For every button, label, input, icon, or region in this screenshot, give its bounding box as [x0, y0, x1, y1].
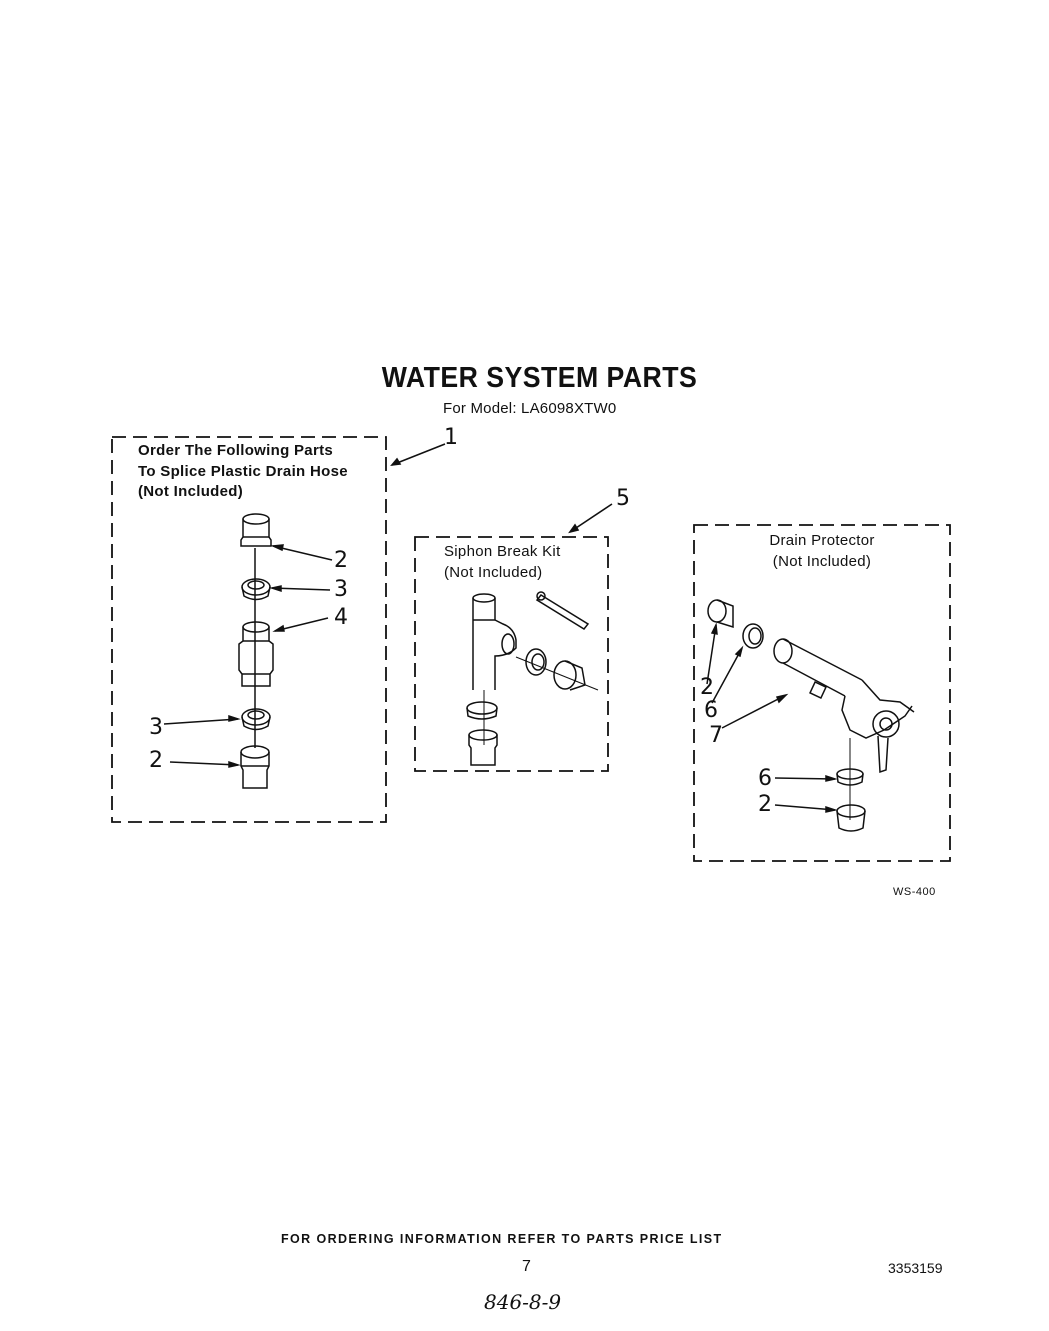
- part-label-2-top: 2: [334, 548, 348, 573]
- page-number: 7: [522, 1258, 531, 1275]
- page-title: WATER SYSTEM PARTS: [381, 362, 698, 394]
- ordering-info-footer: FOR ORDERING INFORMATION REFER TO PARTS …: [281, 1232, 723, 1246]
- siphon-box-line1: Siphon Break Kit: [444, 543, 561, 560]
- callout-1: 1: [444, 425, 458, 450]
- part-label-2-bottom: 2: [149, 748, 163, 773]
- leader-1: [391, 443, 446, 466]
- drain-label-2-top: 2: [700, 675, 714, 700]
- model-subtitle: For Model: LA6098XTW0: [443, 400, 617, 417]
- drain-box-frame: [693, 524, 951, 862]
- handwritten-note: 846-8-9: [484, 1290, 562, 1314]
- figure-code: WS-400: [893, 886, 936, 898]
- siphon-box-line2: (Not Included): [444, 563, 543, 581]
- splice-box-line3: (Not Included): [138, 483, 244, 500]
- drain-box-line1: Drain Protector: [769, 532, 875, 549]
- callout-5: 5: [616, 486, 630, 511]
- drain-label-7: 7: [709, 723, 723, 748]
- drain-label-2-bottom: 2: [758, 792, 772, 817]
- part-label-3-bottom: 3: [149, 715, 163, 740]
- drain-box-line2: (Not Included): [772, 552, 872, 570]
- splice-box-line1: Order The Following Parts: [138, 442, 334, 459]
- splice-box-line2: To Splice Plastic Drain Hose: [138, 462, 348, 480]
- drain-label-6-top: 6: [704, 698, 718, 723]
- siphon-box-frame: [414, 536, 609, 772]
- splice-box-frame: [111, 436, 387, 823]
- drain-parts: [706, 599, 915, 832]
- splice-parts: [163, 513, 333, 789]
- drain-label-6-bottom: 6: [758, 766, 772, 791]
- siphon-parts: [466, 591, 599, 766]
- part-label-3-top: 3: [334, 577, 348, 602]
- document-number: 3353159: [888, 1260, 943, 1276]
- part-label-4: 4: [334, 605, 348, 630]
